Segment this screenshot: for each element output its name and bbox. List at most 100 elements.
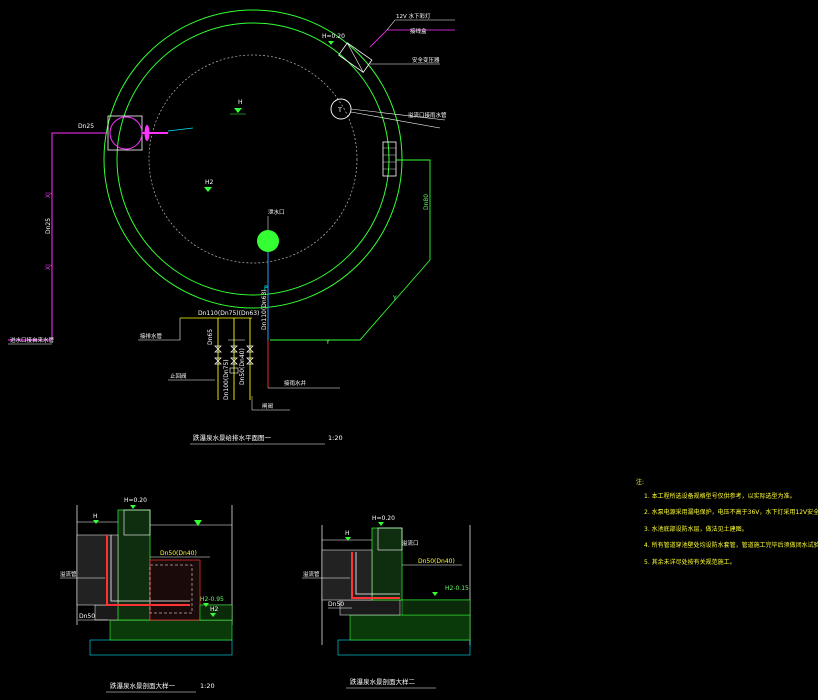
plan-xj-label-1: XJ	[45, 192, 52, 198]
notes-heading: 注:	[636, 478, 644, 486]
plan-title: 跌瀑泉水景给排水平面图一	[193, 433, 272, 442]
s1-elev-top: H=0.20	[124, 497, 147, 504]
valve-7	[229, 367, 239, 374]
plan-to-drain-label: 接雨水井	[284, 379, 307, 387]
s2-left-fill	[321, 549, 373, 601]
notes-item-1: 1. 本工程所选设备规格型号仅供参考，以实际选型为准。	[644, 492, 796, 500]
plan-junction-label: 接线盒	[410, 27, 427, 35]
plan-y-label-2: Y	[325, 339, 330, 346]
s1-elev-low-marker	[203, 603, 209, 607]
s1-pipe-label: Dn50(Dn40)	[160, 550, 197, 557]
plan-dn100-label: Dn100(Dn75)	[223, 359, 230, 400]
inlet-valve-symbol	[144, 125, 150, 141]
s1-wall	[117, 509, 151, 621]
s2-elev-low: H2-0.15	[445, 585, 469, 592]
y-drain-pipe	[270, 159, 431, 341]
s1-wall-label: 溢流管	[60, 570, 77, 578]
water-surface-circle	[148, 54, 358, 264]
s2-concrete-layer	[349, 614, 471, 641]
temp-leader	[350, 108, 446, 121]
s1-elev-h-marker	[93, 520, 99, 524]
notes-block: 注: 1. 本工程所选设备规格型号仅供参考，以实际选型为准。 2. 水泵电源采用…	[636, 478, 818, 566]
s2-elev-top-marker	[378, 522, 384, 526]
plan-temp-label: T	[337, 106, 342, 114]
center-drain	[257, 230, 279, 252]
s1-scale: 1:20	[200, 682, 215, 690]
s1-concrete-layer	[109, 619, 233, 641]
plan-gate-valve-label: 闸阀	[262, 402, 273, 410]
plan-drain-pipe-label: 接排水管	[140, 332, 163, 340]
s2-elev-h-marker	[345, 537, 351, 541]
plan-elev-h: H	[238, 99, 243, 106]
s1-water-marker	[194, 520, 202, 526]
s1-pump-detail	[149, 564, 193, 614]
s1-pipe-inner	[110, 535, 190, 602]
valve-2	[230, 345, 238, 353]
notes-item-2: 2. 水泵电源采用漏电保护，电压不高于36V，水下灯采用12V安全电压。	[644, 508, 818, 516]
notes-item-5: 5. 其余未详尽处按有关规范施工。	[644, 558, 736, 566]
s1-elev-top-marker	[130, 505, 136, 509]
s1-title: 跌瀑泉水景剖面大样一	[110, 681, 176, 690]
s1-dn50-label: Dn50	[79, 613, 95, 620]
overflow-box	[382, 141, 397, 177]
plan-dn80-label: Dn80	[423, 194, 430, 210]
s2-elev-top: H=0.20	[372, 515, 395, 522]
s2-floor	[401, 599, 471, 616]
s2-coping	[377, 527, 403, 551]
plan-p-label: P	[264, 285, 268, 292]
s2-pipe-label: Dn50(Dn40)	[418, 558, 455, 565]
valve-3	[246, 345, 254, 353]
valve-6	[246, 357, 254, 365]
s2-dn50-label: Dn50	[328, 601, 344, 608]
s1-elev-low: H2-0.95	[200, 596, 224, 603]
plan-elev-h-marker	[234, 108, 242, 113]
s1-pump-pit	[149, 559, 201, 621]
inlet-spray-line	[167, 127, 194, 132]
manifold-leader-left	[138, 318, 181, 341]
s1-right-base	[199, 604, 233, 621]
s1-elev-h: H	[93, 513, 98, 520]
plan-dn65-label: Dn65	[207, 329, 214, 345]
plan-dn25-vert-label: Dn25	[45, 218, 52, 234]
temp-leader-2	[350, 111, 441, 129]
pool-inner-ring	[116, 22, 390, 296]
plan-y-label-1: Y	[392, 295, 397, 302]
plan-dn110-label: Dn110(Dn63)	[261, 289, 268, 330]
s1-elev-h2-marker	[210, 613, 216, 617]
valve-5	[230, 357, 238, 365]
s2-overflow-label: 溢流口	[402, 539, 419, 547]
light-leader-diag	[386, 19, 396, 31]
s1-elev-h2: H2	[210, 606, 219, 613]
s2-elev-h: H	[345, 530, 350, 537]
plan-multi-pipe-label: Dn110(Dn75)(Dn63)	[198, 310, 259, 317]
plan-scale: 1:20	[328, 434, 343, 442]
plan-xj-label-2: XJ	[45, 264, 52, 270]
plan-drain-center-label: 泄水口	[268, 208, 285, 216]
plan-elev-h020: H=0.20	[322, 33, 345, 40]
s2-pipe	[351, 552, 400, 599]
s2-title: 跌瀑泉水景剖面大样二	[350, 677, 416, 686]
s1-coping	[123, 509, 151, 536]
plan-view: Dn25 XJ XJ Dn25 进水口接自来水管 H=0.20 H H2 12V…	[8, 9, 455, 445]
section-one: H=0.20 H H2 H2-0.95 Dn50(Dn40) 溢流管 Dn50 …	[60, 497, 233, 693]
plan-inlet-label: 进水口接自来水管	[10, 336, 55, 344]
notes-item-4: 4. 所有管道穿池壁处均设防水套管，管道施工完毕后须做闭水试验。	[644, 541, 818, 549]
pool-outer-ring	[103, 9, 403, 309]
valve-4	[214, 357, 222, 365]
plan-dn50-label: Dn50(Dn40)	[239, 348, 246, 385]
s2-elev-low-marker	[432, 592, 438, 596]
s2-wall-label: 溢流管	[303, 570, 320, 578]
plan-light-label: 12V 水下彩灯	[396, 12, 431, 20]
s2-wall	[371, 527, 403, 601]
section-two: H=0.20 H H2-0.15 Dn50(Dn40) 溢流管 Dn50 溢流口…	[302, 515, 471, 689]
plan-dn25-label: Dn25	[78, 123, 94, 130]
plan-elev-h2: H2	[205, 179, 214, 186]
plan-transformer-label: 安全变压器	[412, 56, 440, 64]
plan-elev-h020-marker	[328, 41, 334, 45]
s1-pipe	[106, 535, 190, 606]
plan-overflow-label: 溢流口接雨水管	[408, 111, 447, 119]
light-box	[338, 42, 373, 73]
s2-pipe-inner	[355, 552, 400, 595]
plan-elev-h2-marker	[204, 187, 212, 192]
